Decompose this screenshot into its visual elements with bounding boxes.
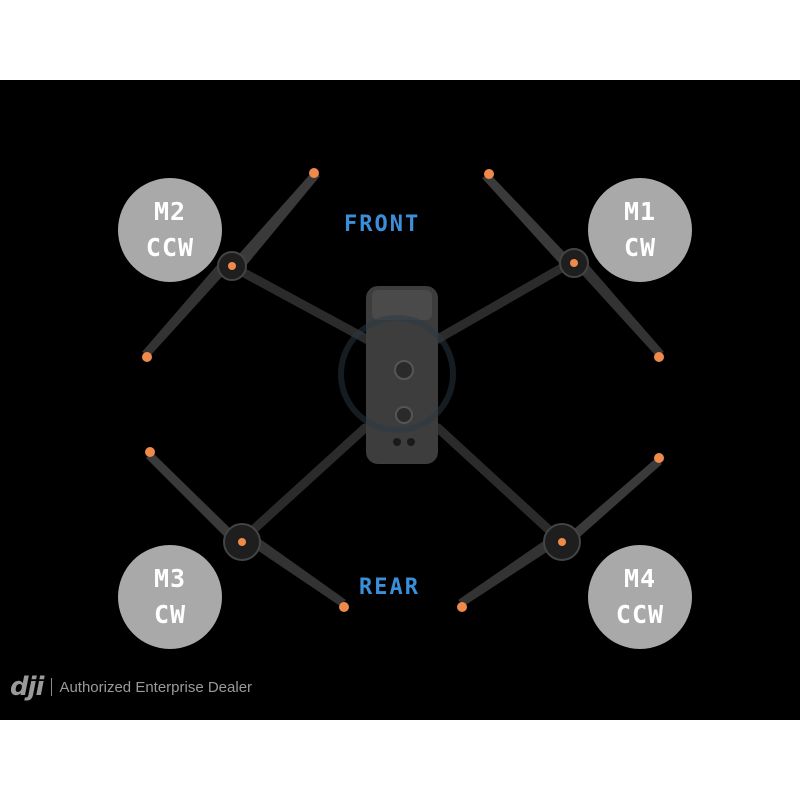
motor-id: M3 (153, 564, 187, 593)
rear-label: REAR (359, 575, 420, 600)
motor-rotation: CCW (145, 233, 195, 262)
motor-badge-m4: M4 CCW (588, 545, 692, 649)
front-label: FRONT (344, 212, 421, 237)
dealer-footer: dji Authorized Enterprise Dealer (10, 672, 252, 702)
motor-rotation: CW (623, 233, 657, 262)
dealer-text: Authorized Enterprise Dealer (59, 678, 253, 696)
propeller-m1 (482, 169, 664, 362)
propeller-m2 (142, 168, 320, 362)
motor-badge-m2: M2 CCW (118, 178, 222, 282)
dji-logo: dji (10, 672, 44, 702)
motor-badge-m3: M3 CW (118, 545, 222, 649)
motor-id: M4 (623, 564, 657, 593)
propeller-m3 (145, 447, 349, 612)
propeller-m4 (457, 453, 664, 612)
drone-arms (230, 257, 577, 545)
motor-rotation: CW (153, 600, 187, 629)
motor-badge-m1: M1 CW (588, 178, 692, 282)
motor-id: M2 (153, 197, 187, 226)
divider (51, 678, 53, 696)
motor-rotation: CCW (615, 600, 665, 629)
drone-body (338, 286, 456, 464)
motor-id: M1 (623, 197, 657, 226)
